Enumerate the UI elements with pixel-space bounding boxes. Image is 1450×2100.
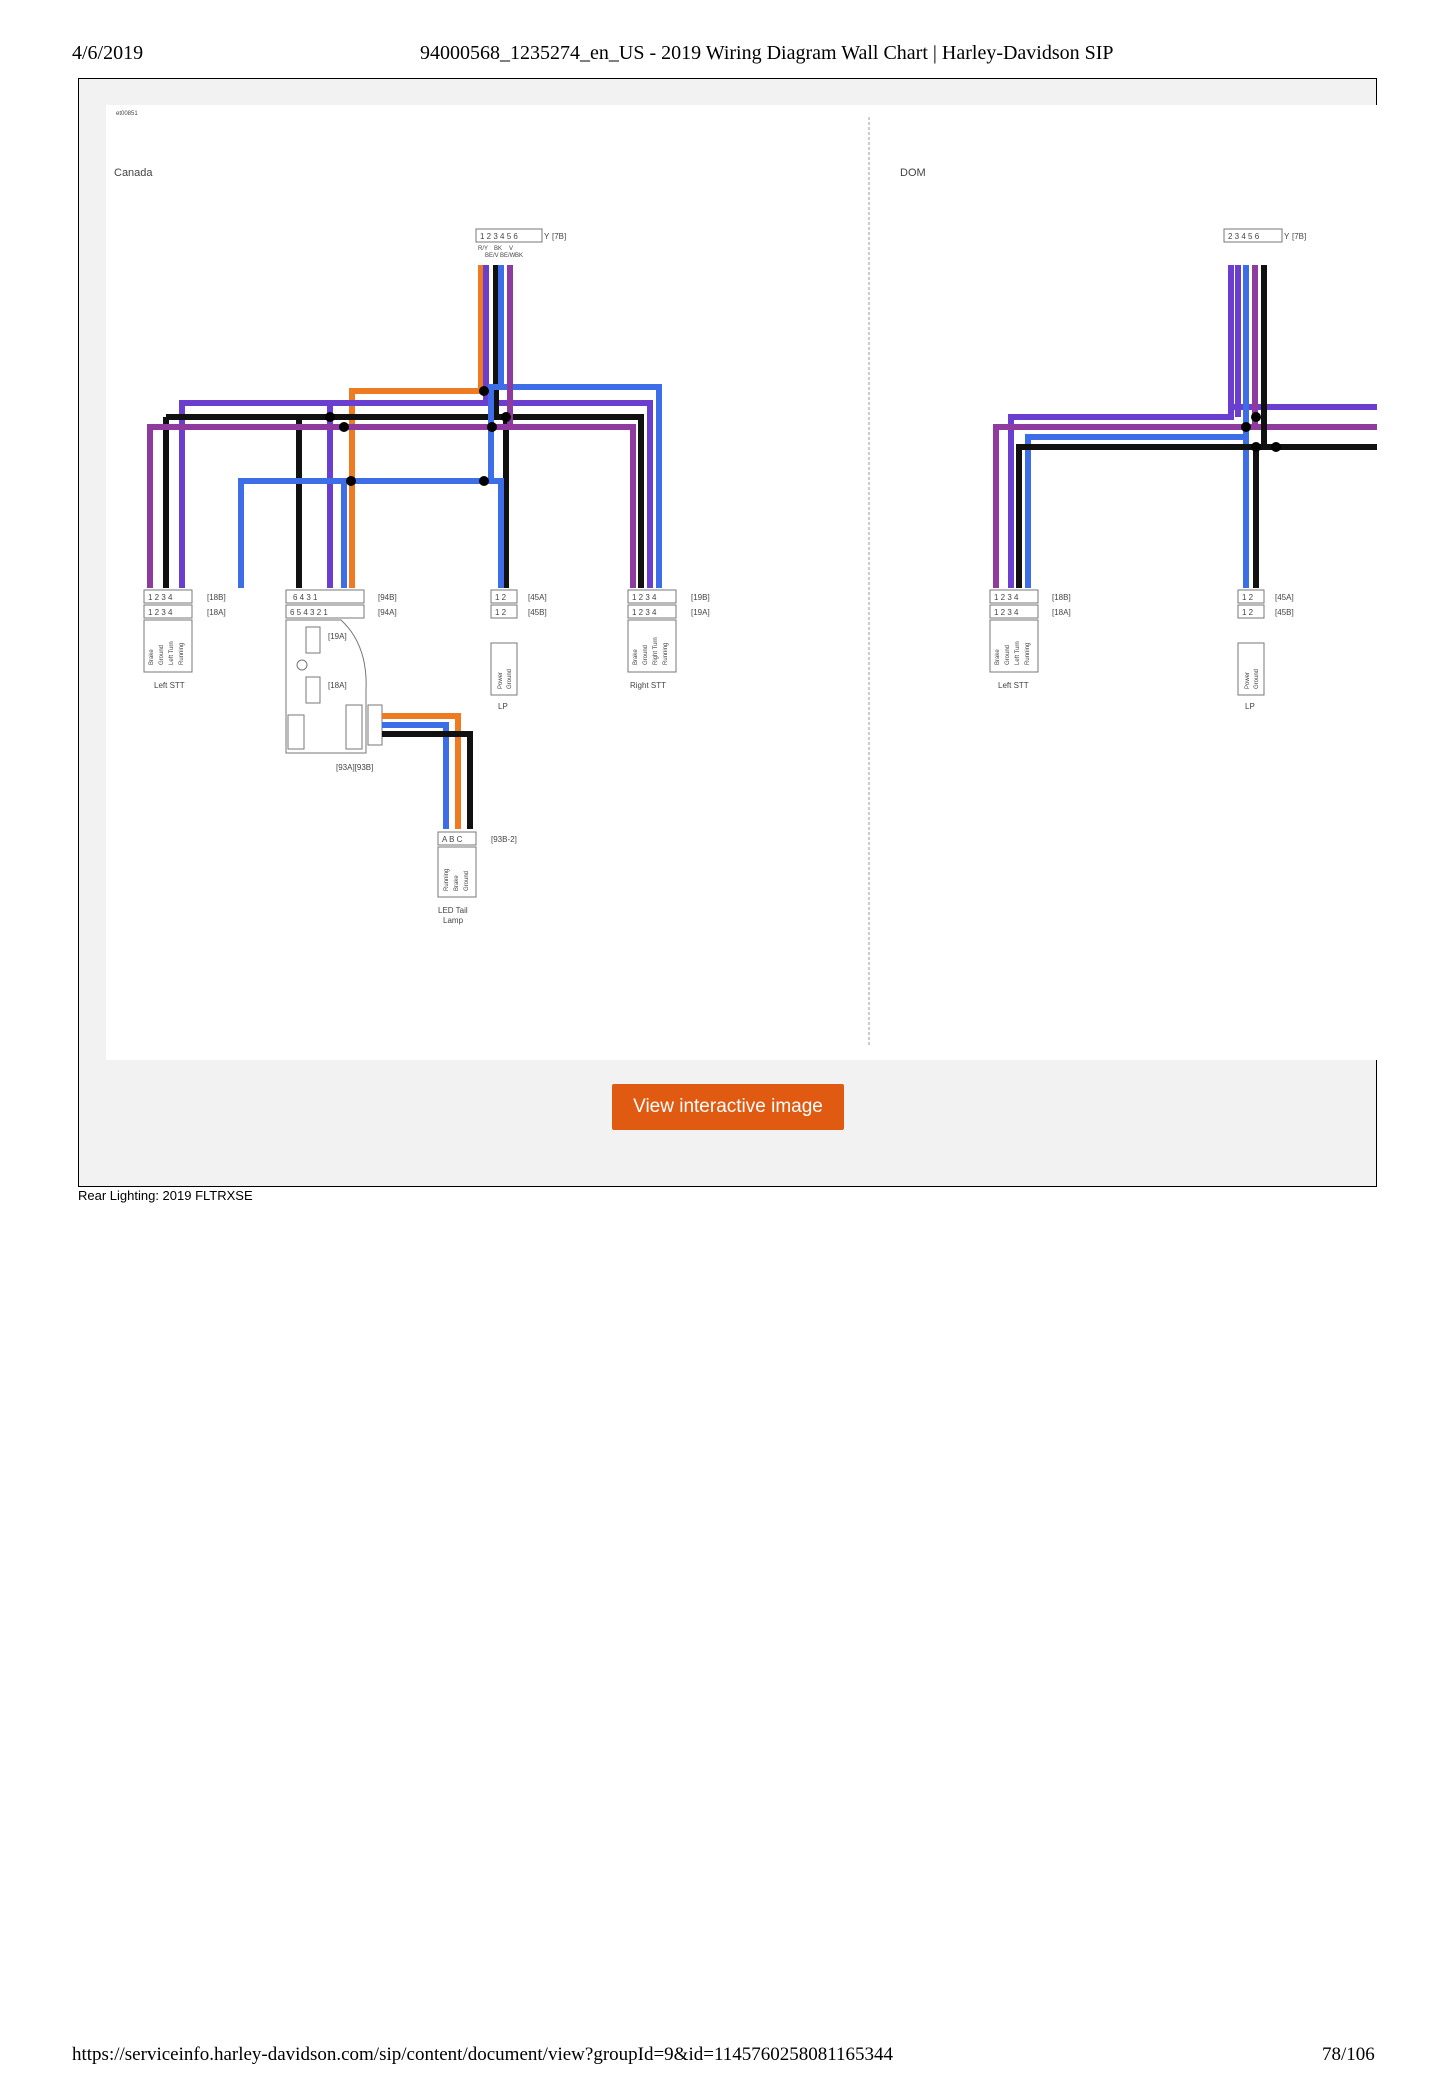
wire-violet	[179, 265, 489, 588]
svg-text:Right Turn: Right Turn	[653, 637, 659, 665]
svg-text:Left STT: Left STT	[998, 681, 1029, 690]
svg-text:6 4 3 1: 6 4 3 1	[293, 593, 318, 602]
svg-text:[93B-2]: [93B-2]	[491, 835, 517, 844]
svg-text:[19A]: [19A]	[691, 608, 710, 617]
panel-title-dom: DOM	[900, 167, 926, 179]
svg-text:BE/W: BE/W	[500, 253, 516, 259]
svg-text:2 3 4 5 6: 2 3 4 5 6	[1228, 232, 1260, 241]
figure-caption: Rear Lighting: 2019 FLTRXSE	[78, 1188, 253, 1203]
print-url: https://serviceinfo.harley-davidson.com/…	[72, 2044, 894, 2065]
svg-text:Left Turn: Left Turn	[169, 641, 175, 665]
right-stt-connector: 1 2 3 4 [19B] 1 2 3 4 [19A] Brake Ground…	[627, 589, 710, 690]
svg-text:BK: BK	[515, 253, 523, 259]
svg-text:1 2 3 4: 1 2 3 4	[994, 608, 1019, 617]
svg-text:[45A]: [45A]	[528, 593, 547, 602]
wire-blue	[498, 265, 662, 588]
svg-text:LP: LP	[1245, 702, 1255, 711]
svg-text:[45A]: [45A]	[1275, 593, 1294, 602]
svg-text:Power: Power	[498, 672, 504, 689]
svg-text:[94A]: [94A]	[378, 608, 397, 617]
svg-text:1 2 3 4: 1 2 3 4	[148, 608, 173, 617]
svg-text:Running: Running	[1025, 643, 1031, 665]
svg-text:Ground: Ground	[643, 645, 649, 665]
wire-black	[166, 265, 499, 420]
svg-text:[18B]: [18B]	[207, 593, 226, 602]
svg-text:Running: Running	[444, 869, 450, 891]
view-interactive-image-button[interactable]: View interactive image	[612, 1084, 844, 1130]
svg-text:Brake: Brake	[633, 649, 639, 665]
svg-text:R/Y: R/Y	[478, 246, 488, 252]
dom-top-connector-7b: 2 3 4 5 6 Y [7B]	[1223, 228, 1306, 243]
lighting-module: 6 4 3 1 [94B] 6 5 4 3 2 1 [94A] [19A] [1…	[285, 589, 397, 772]
dom-left-stt-connector: 1 2 3 4 [18B] 1 2 3 4 [18A] Brake Ground…	[989, 589, 1071, 690]
print-date: 4/6/2019	[72, 42, 144, 64]
svg-text:Y: Y	[1284, 232, 1290, 241]
svg-text:Brake: Brake	[149, 649, 155, 665]
svg-text:1 2 3 4: 1 2 3 4	[994, 593, 1019, 602]
svg-text:[7B]: [7B]	[552, 232, 566, 241]
svg-text:[18B]: [18B]	[1052, 593, 1071, 602]
svg-text:Brake: Brake	[995, 649, 1001, 665]
svg-text:1 2: 1 2	[495, 608, 507, 617]
wire-harness-canada	[147, 265, 662, 588]
svg-text:Lamp: Lamp	[443, 916, 464, 925]
svg-text:Ground: Ground	[1254, 669, 1260, 689]
svg-text:[19A]: [19A]	[328, 632, 347, 641]
page-number: 78/106	[1322, 2044, 1375, 2065]
svg-text:BK: BK	[494, 246, 502, 252]
svg-text:LP: LP	[498, 702, 508, 711]
svg-text:1 2 3 4: 1 2 3 4	[632, 608, 657, 617]
svg-text:Right STT: Right STT	[630, 681, 666, 690]
svg-text:Y: Y	[544, 232, 550, 241]
svg-text:Left STT: Left STT	[154, 681, 185, 690]
svg-text:1 2: 1 2	[495, 593, 507, 602]
svg-text:[45B]: [45B]	[528, 608, 547, 617]
svg-text:A B C: A B C	[442, 835, 463, 844]
svg-text:[7B]: [7B]	[1292, 232, 1306, 241]
svg-text:BE/V: BE/V	[485, 253, 499, 259]
svg-text:Running: Running	[663, 643, 669, 665]
left-stt-connector: 1 2 3 4 [18B] 1 2 3 4 [18A] Brake Ground…	[143, 589, 226, 690]
wire-harness-dom	[993, 265, 1377, 588]
wire-orange	[349, 265, 484, 588]
svg-text:Ground: Ground	[464, 871, 470, 891]
wiring-diagram[interactable]: .w { fill:none; stroke-width:6; stroke-l…	[106, 105, 1377, 1060]
svg-text:Left Turn: Left Turn	[1015, 641, 1021, 665]
print-title: 94000568_1235274_en_US - 2019 Wiring Dia…	[420, 42, 1114, 64]
svg-text:LED Tail: LED Tail	[438, 906, 468, 915]
svg-text:[18A]: [18A]	[1052, 608, 1071, 617]
figure-id: et00851	[116, 111, 138, 117]
svg-text:1 2 3 4: 1 2 3 4	[632, 593, 657, 602]
svg-text:1 2 3 4: 1 2 3 4	[148, 593, 173, 602]
top-wire-codes: R/Y BE/V BK BE/W V BK	[478, 246, 523, 259]
top-connector-7b: 1 2 3 4 5 6 [7B] Y	[475, 228, 566, 243]
svg-text:1 2 3 4 5 6: 1 2 3 4 5 6	[480, 232, 518, 241]
svg-text:[45B]: [45B]	[1275, 608, 1294, 617]
svg-text:[18A]: [18A]	[207, 608, 226, 617]
panel-title-canada: Canada	[114, 167, 153, 179]
svg-text:Ground: Ground	[507, 669, 513, 689]
svg-text:1 2: 1 2	[1242, 593, 1254, 602]
svg-text:Ground: Ground	[1005, 645, 1011, 665]
svg-text:[94B]: [94B]	[378, 593, 397, 602]
svg-text:[18A]: [18A]	[328, 681, 347, 690]
svg-text:Brake: Brake	[454, 875, 460, 891]
svg-text:Running: Running	[179, 643, 185, 665]
svg-text:[93A][93B]: [93A][93B]	[336, 763, 373, 772]
license-plate-lamp: 1 2 [45A] 1 2 [45B] Power Ground LP	[490, 589, 547, 711]
svg-text:Ground: Ground	[159, 645, 165, 665]
tail-lamp-wires	[382, 713, 473, 829]
dom-license-plate-lamp: 1 2 [45A] 1 2 [45B] Power Ground LP	[1237, 589, 1294, 711]
wire-purple	[147, 265, 513, 588]
svg-text:6 5 4 3 2 1: 6 5 4 3 2 1	[290, 608, 328, 617]
svg-text:1 2: 1 2	[1242, 608, 1254, 617]
svg-text:Power: Power	[1245, 672, 1251, 689]
svg-text:[19B]: [19B]	[691, 593, 710, 602]
led-tail-lamp: A B C [93B-2] Running Brake Ground LED T…	[437, 831, 517, 925]
svg-text:V: V	[509, 246, 513, 252]
